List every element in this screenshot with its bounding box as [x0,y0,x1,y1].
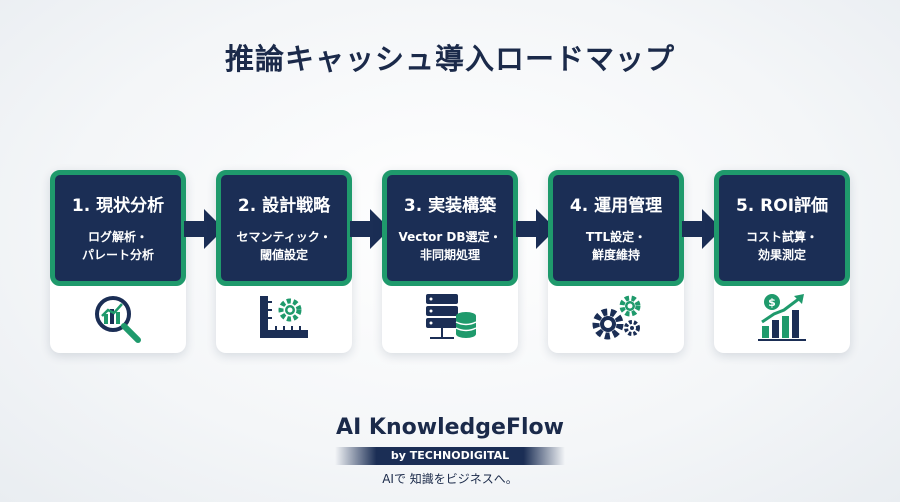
step-desc-line2: 閾値設定 [259,248,308,262]
step-desc-line1: セマンティック・ [236,230,332,244]
brand-name: AI KnowledgeFlow [336,415,564,440]
step-card-header: 5. ROI評価 コスト試算・ 効果測定 [714,170,850,286]
step-card-3: 3. 実装構築 Vector DB選定・ 非同期処理 [382,170,518,353]
step-title: 2. 設計戦略 [237,196,331,216]
analysis-magnifier-icon [95,296,141,343]
brand-tagline: AIで 知識をビジネスへ。 [382,472,518,486]
step-title: 4. 運用管理 [569,196,663,216]
arrow-right-icon [682,209,722,249]
step-card-header: 2. 設計戦略 セマンティック・ 閾値設定 [216,170,352,286]
step-desc-line2: パレート分析 [81,248,154,262]
step-title: 5. ROI評価 [735,196,829,216]
step-desc-line1: TTL設定・ [585,230,647,244]
roadmap-steps: 1. 現状分析 ログ解析・ パレート分析 2. 設計戦略 セマンティック・ 閾値… [0,170,900,355]
step-title: 3. 実装構築 [403,196,497,216]
step-desc-line2: 効果測定 [757,248,806,262]
step-card-header: 4. 運用管理 TTL設定・ 鮮度維持 [548,170,684,286]
step-card-header: 3. 実装構築 Vector DB選定・ 非同期処理 [382,170,518,286]
step-desc-line2: 鮮度維持 [591,248,640,262]
svg-text:$: $ [768,296,776,309]
step-card-header: 1. 現状分析 ログ解析・ パレート分析 [50,170,186,286]
page-title: 推論キャッシュ導入ロードマップ [224,42,675,76]
step-card-5: 5. ROI評価 コスト試算・ 効果測定 $ [714,170,850,353]
ruler-gear-icon [260,296,308,338]
growth-chart-dollar-icon: $ [758,294,806,341]
step-card-4: 4. 運用管理 TTL設定・ 鮮度維持 [548,170,684,353]
brand-byline: by TECHNODIGITAL [335,447,565,465]
arrow-right-icon [516,209,556,249]
arrow-right-icon [184,209,224,249]
step-desc-line1: ログ解析・ [87,230,148,244]
gears-icon [592,295,641,340]
step-card-1: 1. 現状分析 ログ解析・ パレート分析 [50,170,186,353]
step-title: 1. 現状分析 [71,196,165,216]
arrow-right-icon [350,209,390,249]
server-database-icon [426,294,477,339]
step-desc-line1: コスト試算・ [745,230,818,244]
step-card-2: 2. 設計戦略 セマンティック・ 閾値設定 [216,170,352,353]
step-desc-line1: Vector DB選定・ [398,230,502,244]
step-desc-line2: 非同期処理 [419,248,480,262]
